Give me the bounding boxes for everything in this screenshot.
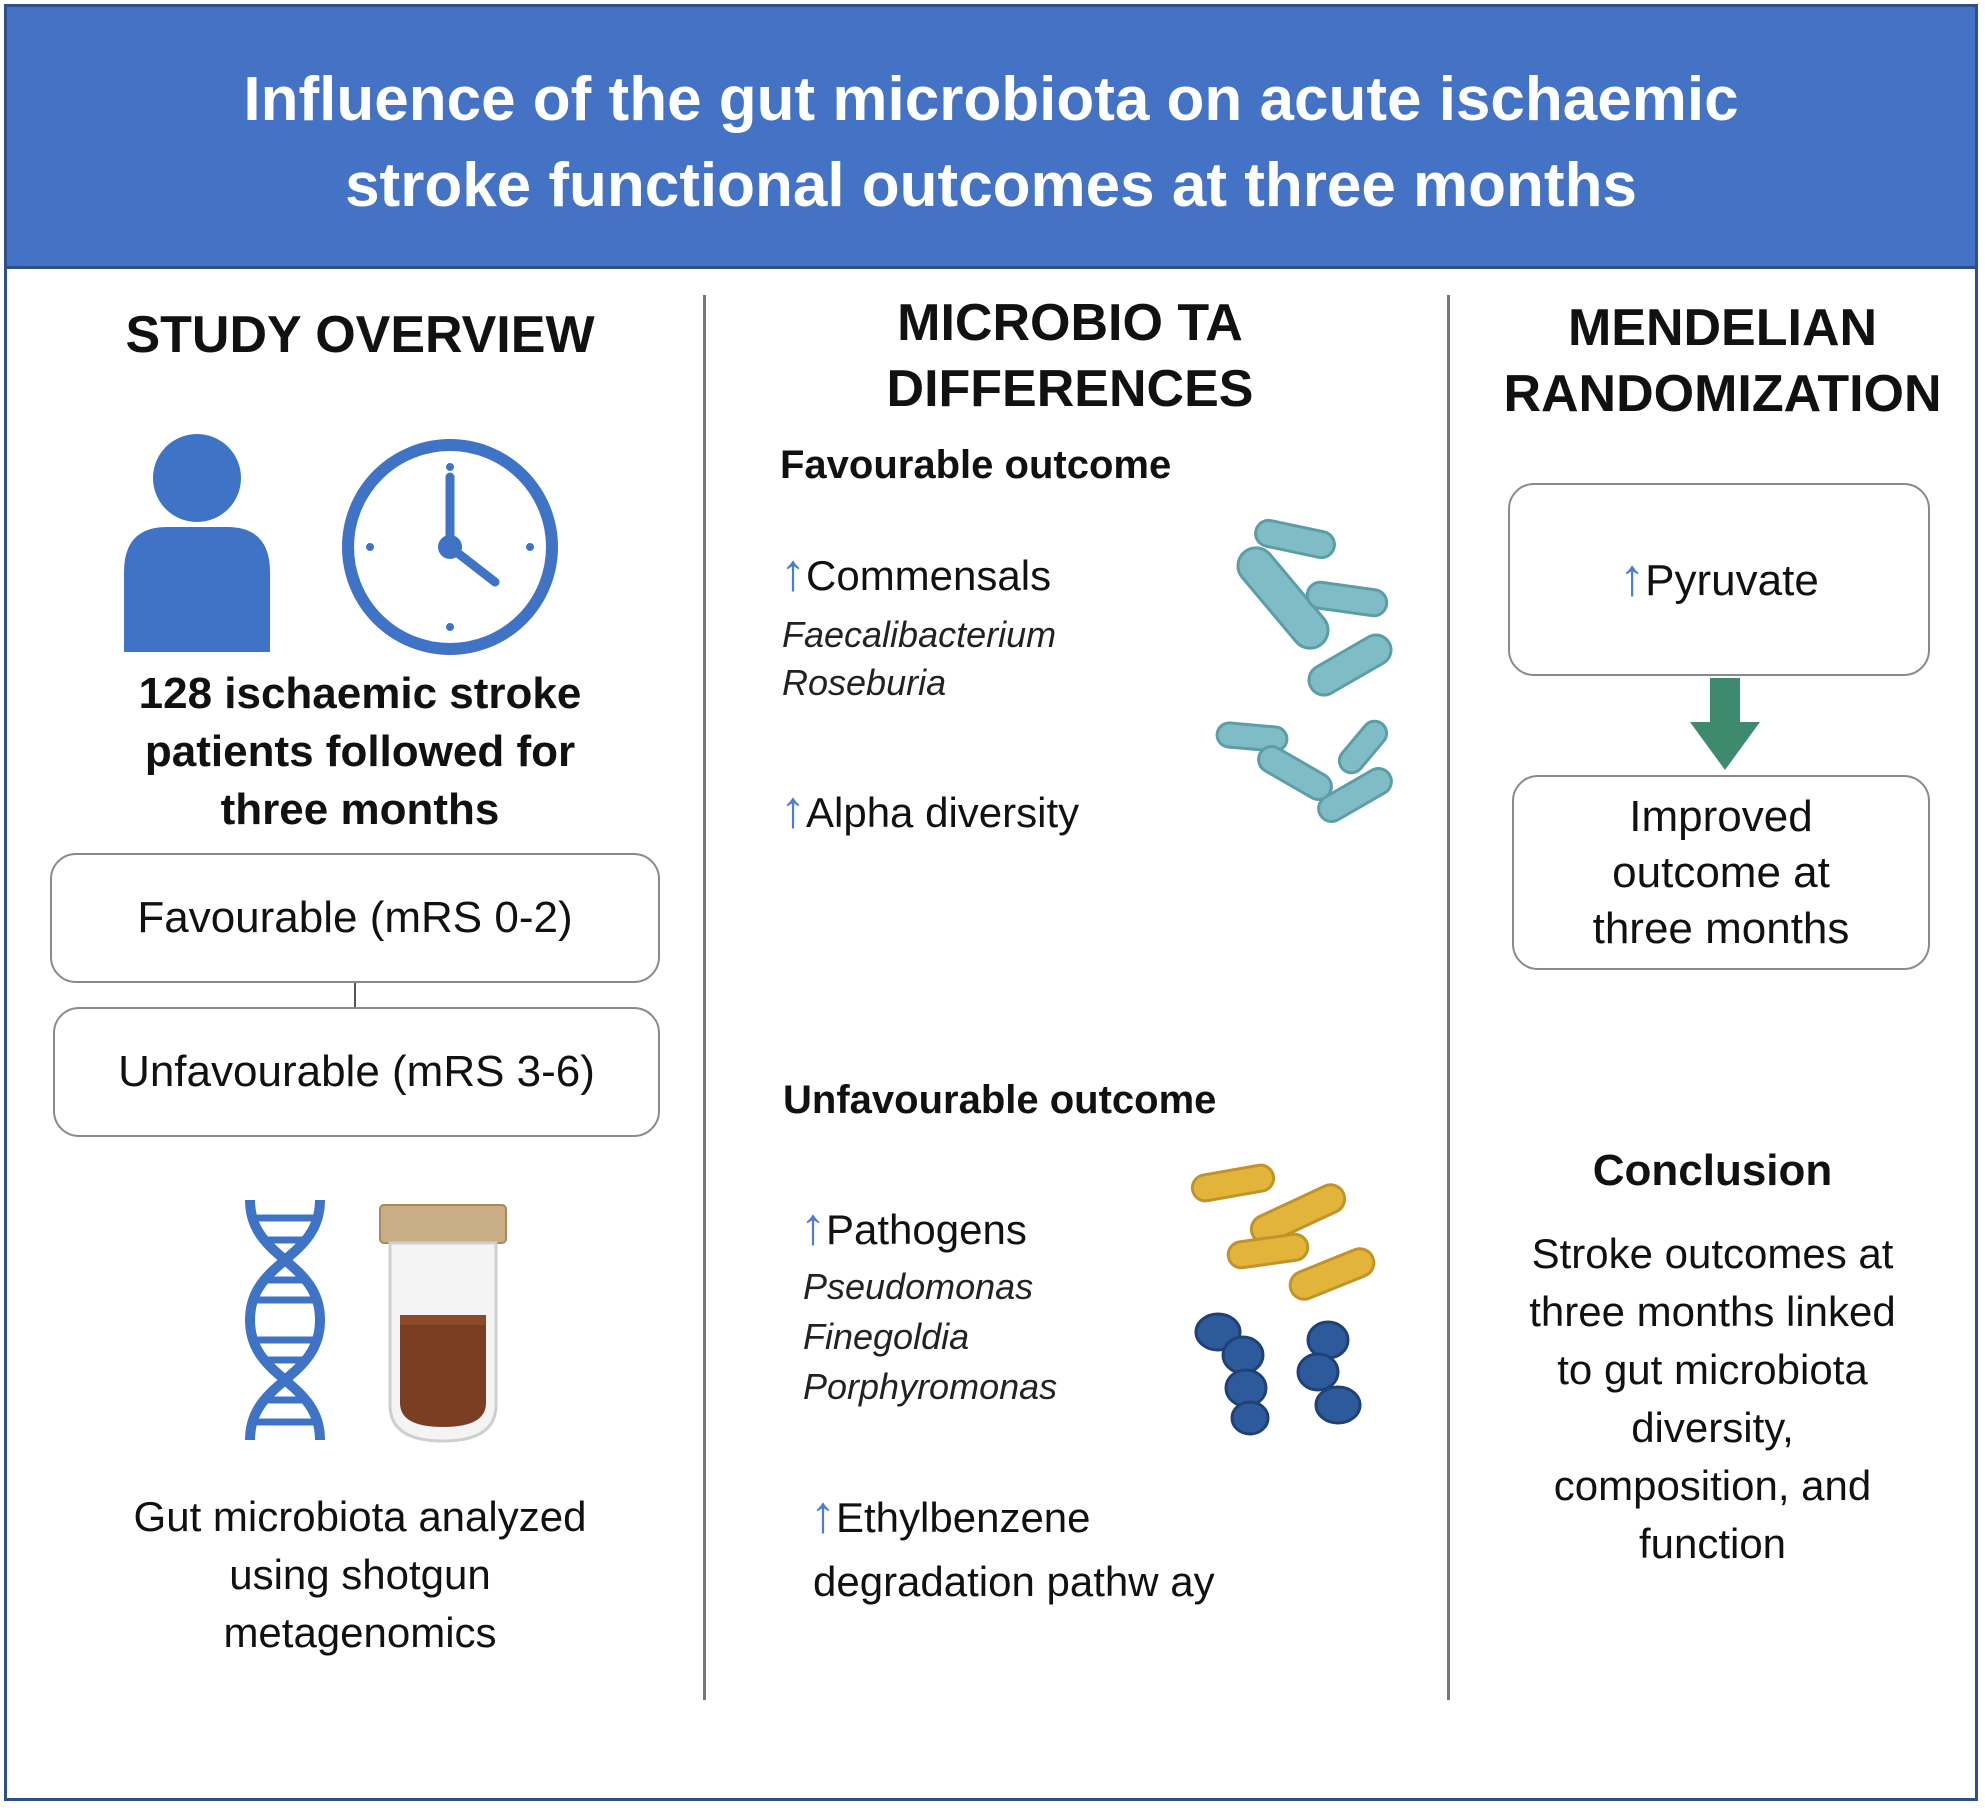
clock-icon bbox=[342, 439, 558, 655]
genus-pseudomonas: Pseudomonas bbox=[803, 1266, 1034, 1307]
mendelian-title-line-2: RANDOMIZATION bbox=[1503, 365, 1942, 423]
genus-faecalibacterium: Faecalibacterium bbox=[782, 614, 1057, 655]
patients-description: 128 ischaemic stroke patients followed f… bbox=[60, 665, 660, 839]
page-title: Influence of the gut microbiota on acute… bbox=[7, 57, 1975, 229]
title-line-1: Influence of the gut microbiota on acute… bbox=[243, 65, 1739, 134]
patients-line-3: three months bbox=[220, 785, 500, 834]
pyruvate-text: Pyruvate bbox=[1645, 556, 1819, 605]
conclusion-line-3: to gut microbiota bbox=[1557, 1346, 1868, 1393]
unfavourable-mrs-label: Unfavourable (mRS 3-6) bbox=[118, 1047, 595, 1096]
favourable-outcome-heading: Favourable outcome bbox=[780, 443, 1172, 487]
study-overview-title: STUDY OVERVIEW bbox=[125, 306, 595, 364]
patients-line-2: patients followed for bbox=[144, 727, 576, 776]
method-line-1: Gut microbiota analyzed bbox=[133, 1493, 587, 1540]
pathogens-row: ↑Pathogens bbox=[800, 1201, 1027, 1255]
patients-line-1: 128 ischaemic stroke bbox=[138, 669, 582, 718]
stool-sample-tube-icon bbox=[379, 1204, 507, 1443]
mendelian-title-line-1: MENDELIAN bbox=[1567, 299, 1878, 357]
conclusion-line-2: three months linked bbox=[1529, 1288, 1896, 1335]
column-divider-right bbox=[1447, 295, 1450, 1700]
alpha-diversity-label: Alpha diversity bbox=[806, 789, 1080, 836]
title-line-2: stroke functional outcomes at three mont… bbox=[345, 151, 1637, 220]
favourable-mrs-box: Favourable (mRS 0-2) bbox=[50, 853, 660, 983]
pathogen-bacteria-icon bbox=[1190, 1163, 1376, 1436]
commensals-row: ↑Commensals bbox=[780, 547, 1052, 601]
unfavourable-mrs-box: Unfavourable (mRS 3-6) bbox=[53, 1007, 660, 1137]
method-description: Gut microbiota analyzed using shotgun me… bbox=[60, 1488, 660, 1662]
ethylbenzene-row: ↑Ethylbenzene bbox=[810, 1489, 1091, 1543]
conclusion-line-5: composition, and bbox=[1553, 1462, 1872, 1509]
increase-arrow-icon: ↑ bbox=[810, 1486, 836, 1544]
genus-roseburia: Roseburia bbox=[782, 662, 947, 703]
conclusion-line-4: diversity, bbox=[1631, 1404, 1794, 1451]
method-line-3: metagenomics bbox=[223, 1609, 497, 1656]
figure-frame bbox=[4, 4, 1978, 1801]
genus-finegoldia: Finegoldia bbox=[803, 1316, 970, 1357]
header-banner: Influence of the gut microbiota on acute… bbox=[7, 7, 1975, 269]
improved-outcome-text: Improved outcome at three months bbox=[1593, 789, 1850, 957]
microbiota-title-line-1: MICROBIO TA bbox=[897, 294, 1243, 352]
outcome-line-2: outcome at bbox=[1612, 847, 1830, 897]
outcome-line-1: Improved bbox=[1629, 791, 1813, 841]
alpha-diversity-row: ↑Alpha diversity bbox=[780, 784, 1080, 838]
ethylbenzene-label: Ethylbenzene bbox=[836, 1494, 1091, 1541]
favourable-mrs-label: Favourable (mRS 0-2) bbox=[137, 893, 573, 942]
unfavourable-outcome-heading: Unfavourable outcome bbox=[783, 1078, 1217, 1122]
conclusion-line-1: Stroke outcomes at bbox=[1531, 1230, 1894, 1277]
green-down-arrow-icon bbox=[1690, 678, 1760, 770]
person-icon bbox=[124, 434, 270, 652]
conclusion-text: Stroke outcomes at three months linked t… bbox=[1470, 1225, 1955, 1573]
method-line-2: using shotgun bbox=[229, 1551, 491, 1598]
increase-arrow-icon: ↑ bbox=[1619, 549, 1646, 607]
genus-porphyromonas: Porphyromonas bbox=[803, 1366, 1058, 1407]
conclusion-heading: Conclusion bbox=[1592, 1146, 1833, 1195]
dna-icon bbox=[244, 1199, 326, 1441]
column-divider-left bbox=[703, 295, 706, 1700]
mendelian-title: MENDELIAN RANDOMIZATION bbox=[1470, 295, 1975, 427]
commensals-label: Commensals bbox=[806, 552, 1052, 599]
conclusion-line-6: function bbox=[1638, 1520, 1787, 1567]
increase-arrow-icon: ↑ bbox=[780, 544, 806, 602]
commensal-bacteria-icon bbox=[1215, 518, 1393, 823]
degradation-pathway-label: degradation pathw ay bbox=[813, 1558, 1215, 1605]
increase-arrow-icon: ↑ bbox=[800, 1198, 826, 1256]
improved-outcome-box: Improved outcome at three months bbox=[1512, 775, 1930, 970]
box-connector bbox=[354, 983, 356, 1007]
outcome-line-3: three months bbox=[1592, 903, 1850, 953]
microbiota-title: MICROBIO TA DIFFERENCES bbox=[770, 290, 1370, 422]
pyruvate-box: ↑Pyruvate bbox=[1508, 483, 1930, 676]
increase-arrow-icon: ↑ bbox=[780, 781, 806, 839]
pathogens-label: Pathogens bbox=[826, 1206, 1027, 1253]
microbiota-title-line-2: DIFFERENCES bbox=[886, 360, 1254, 418]
pyruvate-label: ↑Pyruvate bbox=[1619, 550, 1819, 609]
